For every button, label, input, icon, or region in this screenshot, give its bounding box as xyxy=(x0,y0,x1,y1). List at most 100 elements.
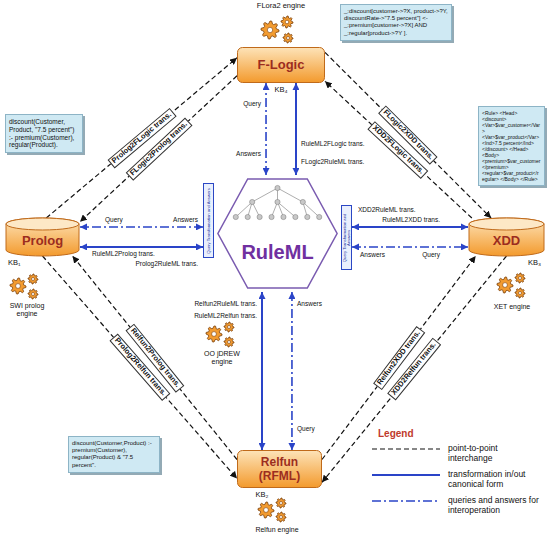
code-note: discount(Customer,Product) :- premium(Cu… xyxy=(68,436,160,473)
gear-wheel xyxy=(224,322,234,332)
gear-icon xyxy=(276,498,286,508)
tree-node xyxy=(317,214,322,219)
legend-text: point-to-point interchange xyxy=(448,444,543,464)
gear-wheel xyxy=(261,21,279,39)
gear-hub xyxy=(519,277,522,280)
tree-branch xyxy=(278,202,296,217)
code-note: _:discount[customer->?X, product->?Y, di… xyxy=(340,4,452,41)
tree-node xyxy=(269,214,274,219)
rule-code: _:discount[customer->?X, product->?Y, di… xyxy=(344,8,448,37)
gear-icon xyxy=(515,288,525,298)
gear-wheel xyxy=(10,278,26,294)
gear-icon xyxy=(276,512,286,522)
gear-icon xyxy=(224,322,234,332)
gear-hub xyxy=(228,326,231,329)
gear-icon xyxy=(28,289,38,299)
transform-text: Query Transformation and Answers xyxy=(206,185,210,256)
kb-label: KB₂ xyxy=(256,491,269,500)
transform-label: RuleML2Prolog trans. xyxy=(92,250,155,257)
legend-title: Legend xyxy=(378,428,414,440)
gear-wheel xyxy=(28,289,38,299)
transformation-arrow xyxy=(295,83,297,175)
transform-label: Prolog2RuleML trans. xyxy=(135,260,198,267)
gear-hub xyxy=(519,292,522,295)
query-arrow xyxy=(80,226,203,228)
code-note: <Rule> <Head> <discount> <Var>$var_custo… xyxy=(478,106,545,186)
hex-outline xyxy=(203,175,352,292)
tree-node xyxy=(250,199,255,204)
gear-hub xyxy=(280,502,283,505)
transform-box: Query Transformation and Answers xyxy=(203,183,214,258)
kb-cylinder: XDD xyxy=(468,218,545,256)
gear-hub xyxy=(32,278,35,281)
kb-label: KB₃ xyxy=(528,259,541,268)
interchange-arrow xyxy=(325,52,491,218)
answers-label: Answers xyxy=(173,216,198,223)
tree-branch xyxy=(252,188,277,202)
language-name: F-Logic xyxy=(258,57,305,73)
gear-wheel xyxy=(497,277,513,293)
engine-label: Relfun engine xyxy=(255,526,298,534)
transform-text: Query Transformation and Answers xyxy=(342,207,351,268)
interchange-arrow xyxy=(325,81,472,218)
tree-node xyxy=(233,214,238,219)
query-label: Query xyxy=(422,251,440,258)
legend-text: transformation in/out canonical form xyxy=(448,470,543,490)
tree-node xyxy=(293,214,298,219)
gear-icon xyxy=(10,278,26,294)
interchange-arrow xyxy=(43,256,238,479)
gear-hub xyxy=(228,341,231,344)
tree-node xyxy=(281,214,286,219)
box-outline xyxy=(238,451,322,488)
gear-wheel xyxy=(515,273,525,283)
answers-label: Answers xyxy=(297,300,322,307)
transformation-arrow xyxy=(352,226,468,228)
box-outline xyxy=(204,184,214,258)
legend-sample xyxy=(372,474,440,476)
hexagon-outline xyxy=(218,179,337,288)
gear-icon xyxy=(224,337,234,347)
gear-icon xyxy=(281,16,293,28)
rule-code: discount(Customer, Product, "7.5 percent… xyxy=(9,118,79,149)
gear-icon xyxy=(28,274,38,284)
gear-icon xyxy=(515,273,525,283)
transform-label: FLogic2RuleML trans. xyxy=(301,158,364,165)
cylinder-body xyxy=(6,218,79,256)
gear-wheel xyxy=(515,288,525,298)
tree-node xyxy=(245,214,250,219)
language-name: Relfun (RFML) xyxy=(243,455,316,484)
kb-cylinder: Prolog xyxy=(5,218,80,256)
transform-box: Query Transformation and Answers xyxy=(341,205,352,270)
gear-wheel xyxy=(258,502,274,518)
hub-name: RuleML xyxy=(241,240,313,264)
gear-icon xyxy=(206,326,222,342)
cylinder-top xyxy=(6,218,79,230)
tree-branch xyxy=(278,188,303,202)
tree-node xyxy=(300,199,305,204)
tree-branch xyxy=(236,202,252,217)
gear-wheel xyxy=(206,326,222,342)
rule-code: discount(Customer,Product) :- premium(Cu… xyxy=(72,440,156,469)
interchange-arrow xyxy=(322,256,476,460)
language-name: Prolog xyxy=(22,233,63,249)
tree-node xyxy=(275,185,280,190)
gear-wheel xyxy=(224,337,234,347)
transform-label: XDD2RuleML trans. xyxy=(358,206,416,213)
gear-hub xyxy=(16,284,21,289)
transform-label: RuleML2FLogic trans. xyxy=(301,140,365,147)
answers-label: Answers xyxy=(236,150,261,157)
gear-wheel xyxy=(276,498,286,508)
kb-label: KB₁ xyxy=(8,259,21,268)
gear-wheel xyxy=(28,274,38,284)
query-label: Query xyxy=(105,216,123,223)
gear-icon xyxy=(258,502,274,518)
gear-hub xyxy=(503,283,508,288)
rule-code: <Rule> <Head> <discount> <Var>$var_custo… xyxy=(482,110,541,182)
gear-icon xyxy=(497,277,513,293)
transform-label: Relfun2RuleML trans. xyxy=(194,300,257,307)
legend-text: queries and answers for interoperation xyxy=(448,496,543,516)
tree-node xyxy=(305,214,310,219)
gear-hub xyxy=(212,332,217,337)
gear-wheel xyxy=(276,512,286,522)
